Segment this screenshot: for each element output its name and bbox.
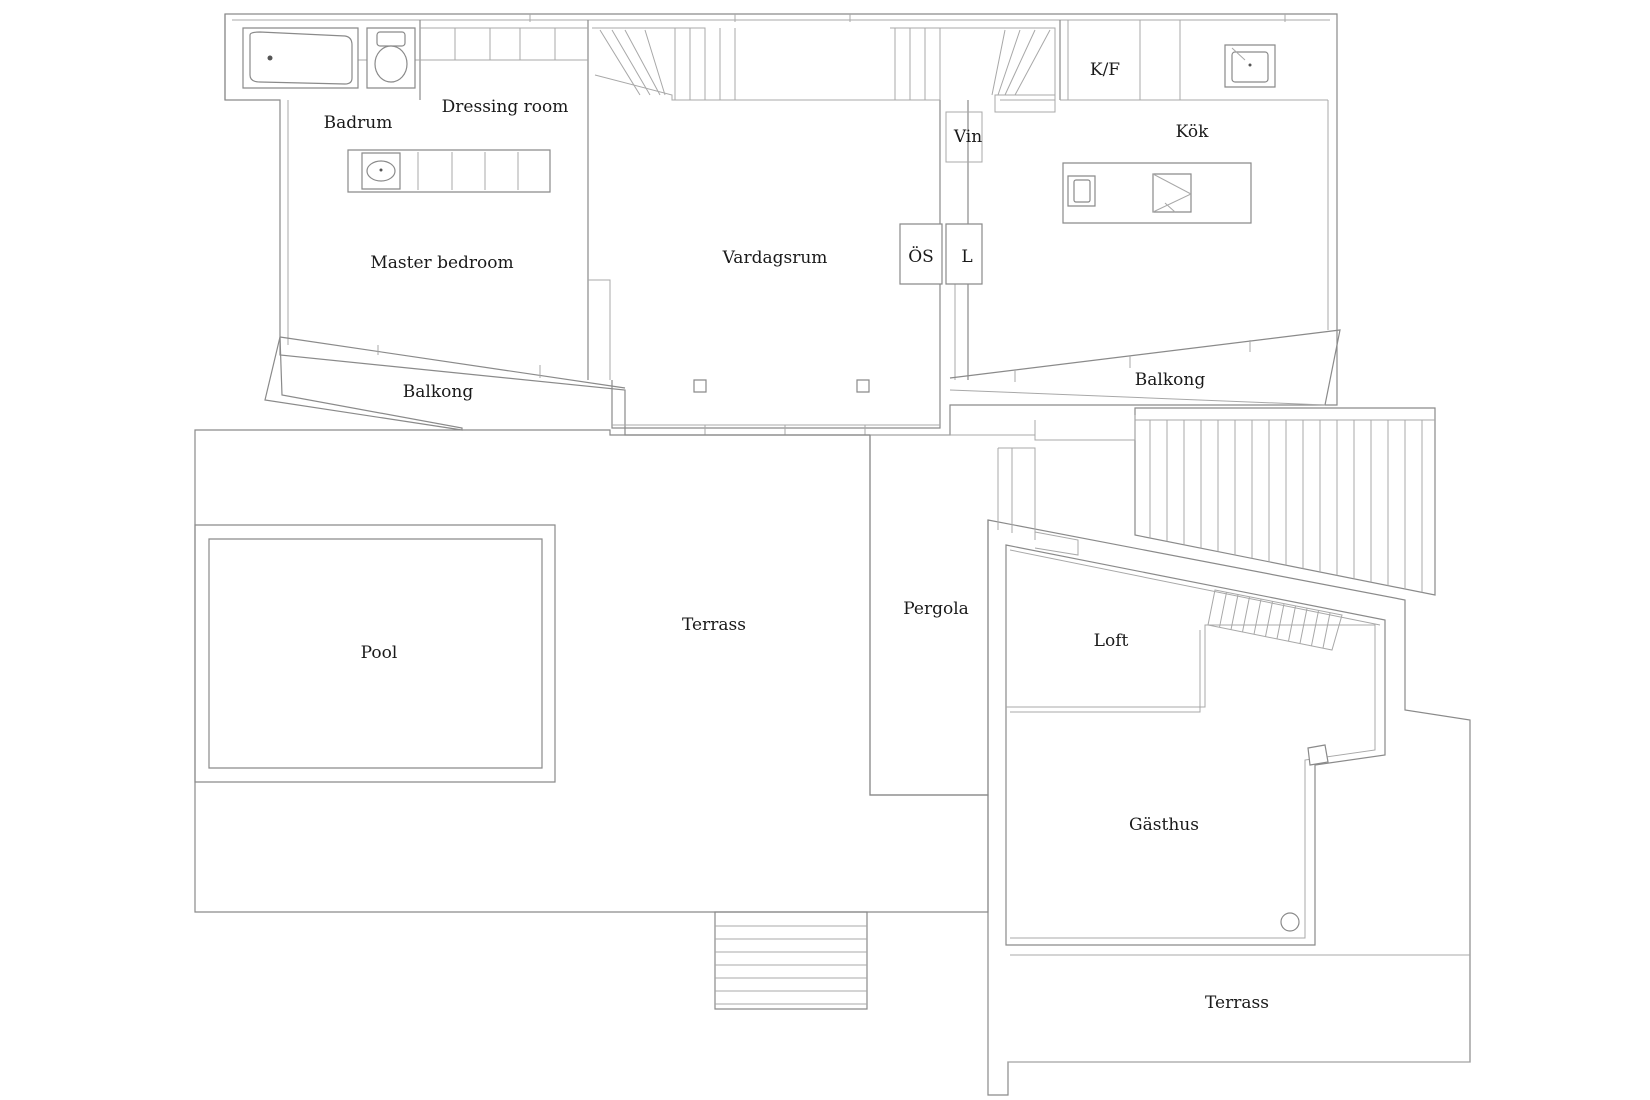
- label-balkong-right: Balkong: [1135, 370, 1206, 390]
- toilet: [367, 28, 415, 88]
- front-steps: [715, 912, 867, 1009]
- stair-tread: [1323, 613, 1330, 648]
- stair-tread: [1312, 611, 1319, 646]
- label-terrass-main: Terrass: [682, 615, 746, 635]
- stair-tread: [1266, 602, 1273, 637]
- outdoor-stairs-right: [1135, 408, 1435, 595]
- staircase-right: [890, 28, 1055, 112]
- kitchen-island: [1063, 163, 1251, 223]
- label-balkong-left: Balkong: [403, 382, 474, 402]
- label-kok: Kök: [1176, 122, 1209, 142]
- label-badrum: Badrum: [324, 113, 393, 133]
- bathroom-vanity: [348, 150, 550, 192]
- loft-stairs: [1208, 590, 1342, 650]
- label-gasthus: Gästhus: [1129, 815, 1199, 835]
- label-kf: K/F: [1090, 60, 1120, 80]
- stair-tread: [1300, 608, 1307, 643]
- stair-tread: [1243, 597, 1250, 632]
- label-pool: Pool: [361, 643, 398, 663]
- room-labels: Badrum Dressing room Master bedroom Balk…: [324, 60, 1269, 1013]
- stair-tread: [1289, 606, 1296, 641]
- label-vardagsrum: Vardagsrum: [722, 248, 828, 268]
- label-dressing-room: Dressing room: [442, 97, 569, 117]
- label-vin: Vin: [953, 127, 982, 147]
- balcony-right: [950, 330, 1340, 405]
- kitchen-counter: [1068, 20, 1180, 100]
- stair-tread: [1277, 604, 1284, 639]
- pool: [195, 525, 555, 782]
- staircase-left: [592, 28, 735, 100]
- stair-tread: [1231, 595, 1238, 630]
- label-l: L: [961, 247, 972, 267]
- label-terrass-guest: Terrass: [1205, 993, 1269, 1013]
- label-loft: Loft: [1094, 631, 1129, 651]
- bathtub: [243, 28, 358, 88]
- label-master-bedroom: Master bedroom: [370, 253, 513, 273]
- label-os: ÖS: [908, 246, 934, 267]
- label-pergola: Pergola: [903, 599, 969, 619]
- stair-tread: [1220, 592, 1227, 627]
- balcony-left: [265, 337, 625, 430]
- pantry-cabinets: [900, 112, 982, 284]
- stair-tread: [1254, 599, 1261, 634]
- columns: [694, 380, 869, 392]
- main-terrace: [195, 430, 1035, 912]
- guest-house: [988, 415, 1470, 1095]
- kitchen-sink: [1225, 45, 1275, 87]
